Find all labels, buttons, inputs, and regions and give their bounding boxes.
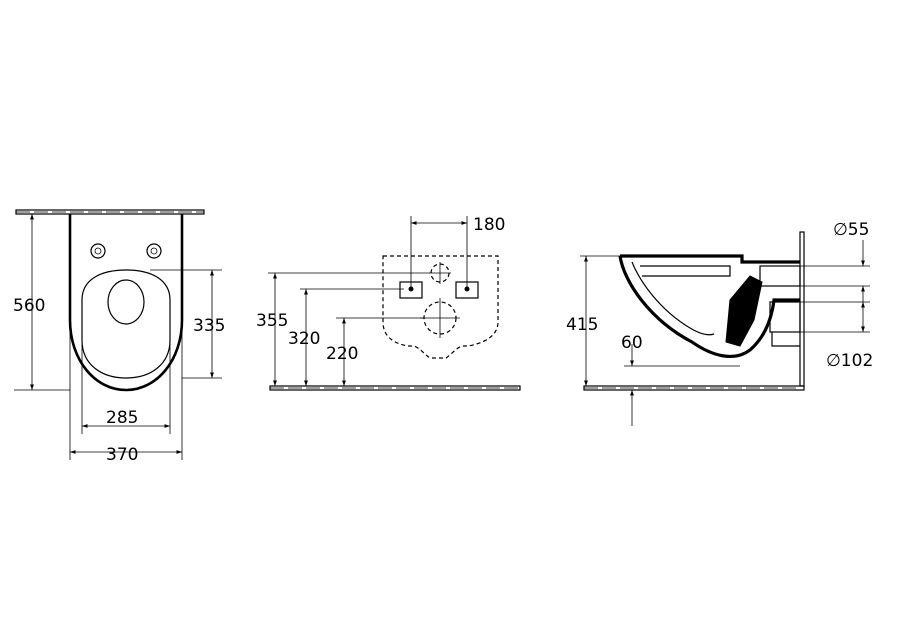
- dim-outlet-diameter: ∅102: [826, 351, 873, 371]
- dim-length: 560: [13, 296, 45, 316]
- bowl-inner-profile: [631, 261, 715, 336]
- dim-fixing-depth: 335: [193, 316, 225, 336]
- top-view: 560 335 285 370: [13, 209, 225, 465]
- hinge-right-icon: [146, 243, 162, 259]
- bowl-side-profile: [618, 254, 800, 358]
- inlet-connector: [759, 265, 801, 287]
- dim-clearance: 60: [621, 333, 643, 353]
- dim-height-1: 355: [256, 311, 288, 331]
- bowl-back-outline: [382, 255, 499, 359]
- dim-height-3: 220: [326, 344, 358, 364]
- bowl-outline: [68, 214, 184, 392]
- dim-side-height: 415: [566, 315, 598, 335]
- seat-opening: [107, 279, 145, 325]
- side-view: 415 60 ∅55 ∅102: [566, 220, 873, 426]
- bowl-trap: [725, 275, 763, 347]
- dim-overall-width: 370: [106, 445, 138, 465]
- hinge-left-icon: [90, 243, 106, 259]
- dim-seat-width: 285: [106, 408, 138, 428]
- rear-view: 180 355 320 220: [256, 215, 521, 391]
- dim-bolt-spacing: 180: [473, 215, 505, 235]
- outlet-connector: [769, 301, 801, 333]
- dim-height-2: 320: [288, 329, 320, 349]
- dim-inlet-diameter: ∅55: [833, 220, 869, 240]
